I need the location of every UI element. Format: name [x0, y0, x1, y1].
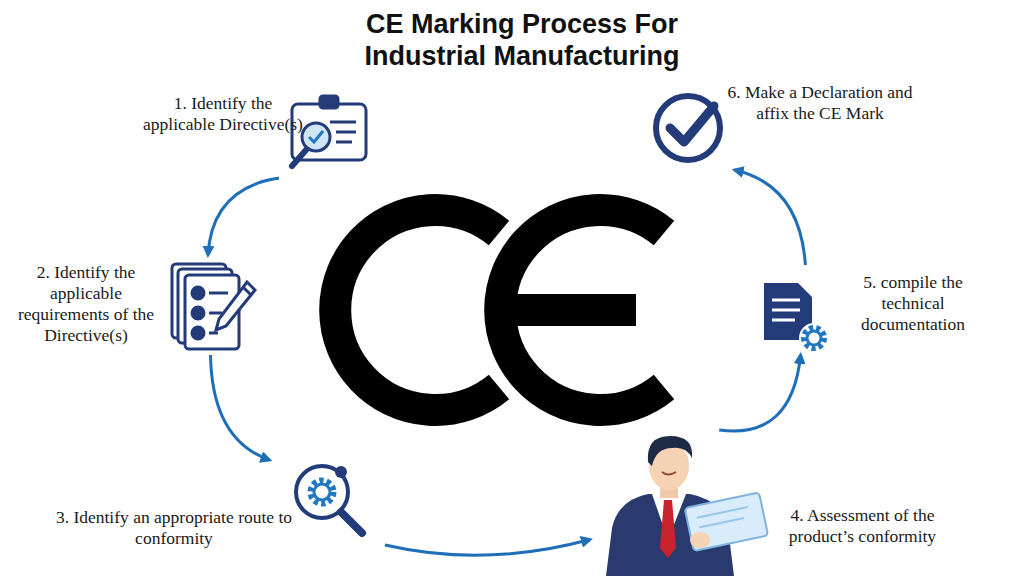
- step-node: 5. compile the technical documentation: [755, 265, 995, 355]
- check-circle-icon: [656, 96, 720, 160]
- step-label: 6. Make a Declaration and affix the CE M…: [724, 82, 916, 124]
- flow-arrow: [735, 170, 806, 265]
- step-node: 1. Identify the applicable Directive(s): [135, 88, 375, 178]
- flow-arrow: [211, 355, 270, 460]
- diagram-title: CE Marking Process For Industrial Manufa…: [312, 8, 732, 72]
- step-label: 1. Identify the applicable Directive(s): [137, 93, 309, 135]
- flow-arrow: [719, 355, 800, 431]
- gear-magnifier-icon: [296, 466, 362, 533]
- step-label: 4. Assessment of the product’s conformit…: [760, 505, 965, 547]
- badge-icon: [292, 96, 366, 166]
- step-label: 3. Identify an appropriate route to conf…: [55, 507, 293, 549]
- step-node: 2. Identify the applicable requirements …: [3, 255, 253, 355]
- step-node: 6. Make a Declaration and affix the CE M…: [645, 75, 965, 170]
- ce-logo: [335, 210, 664, 410]
- step-label: 5. compile the technical documentation: [836, 272, 990, 335]
- step-label: 2. Identify the applicable requirements …: [5, 262, 167, 346]
- flow-arrow: [385, 540, 590, 556]
- person-illustration: [606, 436, 768, 576]
- document-gear-icon: [764, 283, 829, 353]
- step-node: 4. Assessment of the product’s conformit…: [590, 430, 970, 576]
- step-node: 3. Identify an appropriate route to conf…: [55, 460, 385, 560]
- flow-arrow: [208, 178, 279, 255]
- checklist-icon: [172, 264, 255, 349]
